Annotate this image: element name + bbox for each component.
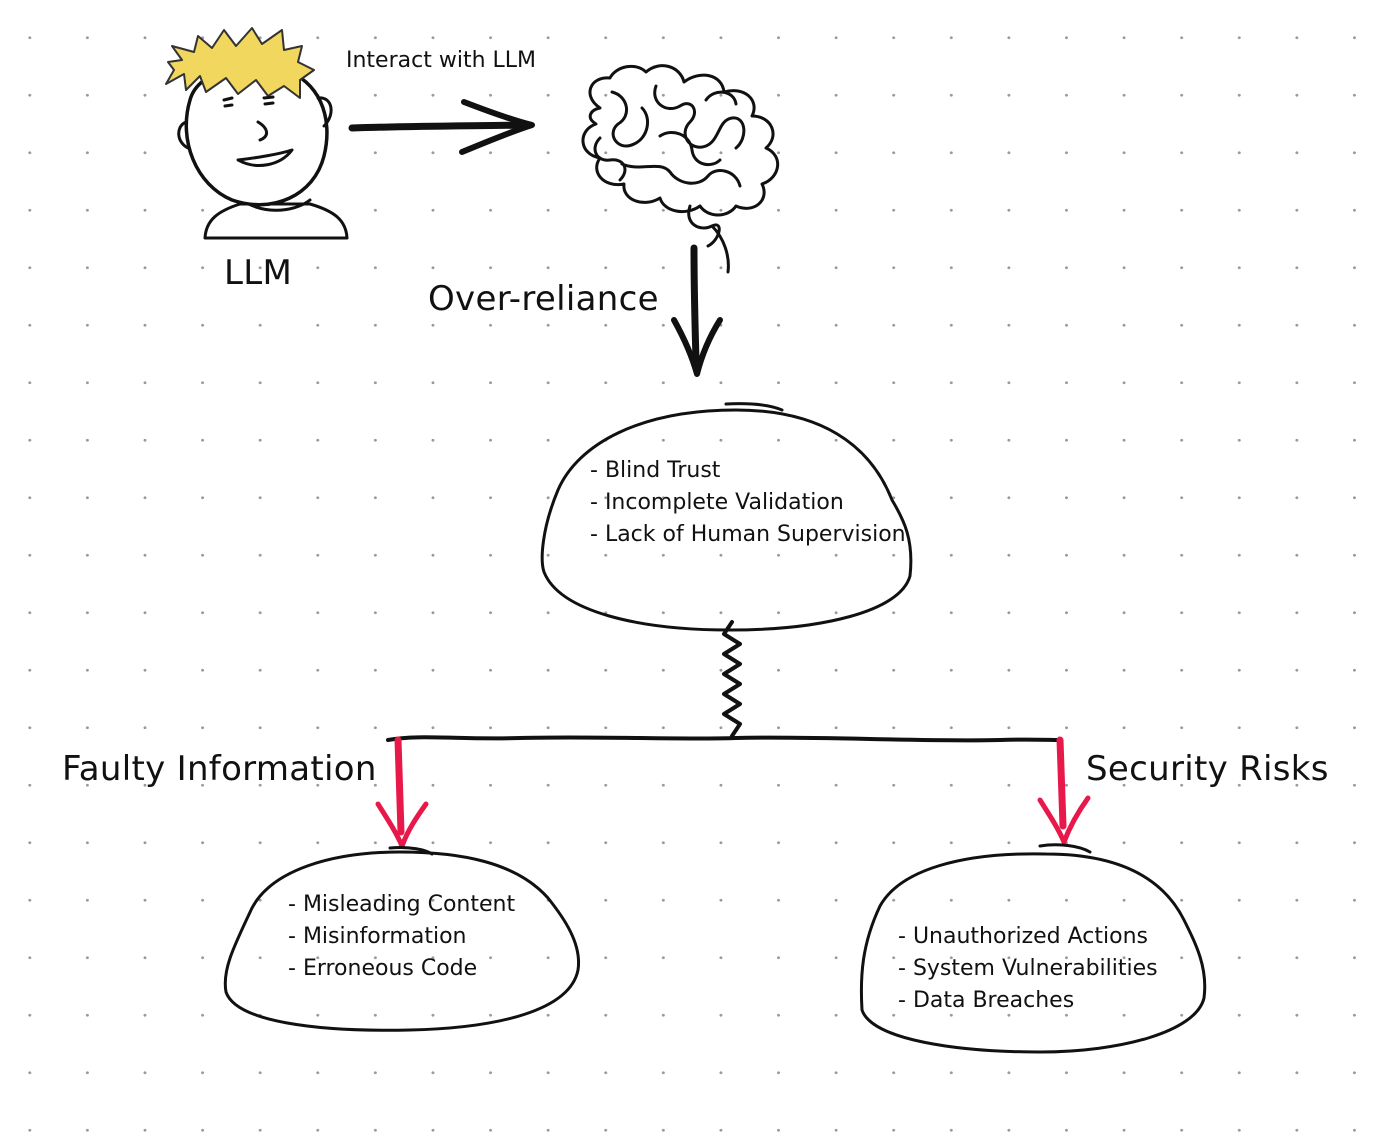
person-hair <box>165 27 315 99</box>
person-ear-right <box>316 96 333 128</box>
list-item: Incomplete Validation <box>590 487 906 519</box>
left-node-list: Misleading Content Misinformation Errone… <box>288 889 515 985</box>
over-reliance-label: Over-reliance <box>428 279 659 319</box>
brain-folds <box>593 84 746 188</box>
center-connector <box>722 620 742 738</box>
brain-stem <box>687 204 730 274</box>
list-item: System Vulnerabilities <box>898 953 1158 985</box>
list-item: Misleading Content <box>288 889 515 921</box>
left-node-shape <box>223 850 581 1032</box>
person-ear-left <box>177 120 190 150</box>
left-node-accent <box>388 846 434 856</box>
over-reliance-arrow <box>671 244 723 377</box>
list-item: Blind Trust <box>590 455 906 487</box>
person-eye-right <box>262 95 275 106</box>
person-shoulders <box>203 202 349 240</box>
center-node-accent <box>724 402 784 412</box>
center-node-list: Blind Trust Incomplete Validation Lack o… <box>590 455 906 551</box>
person-eye-left <box>222 96 234 108</box>
brain-outline <box>581 64 779 217</box>
list-item: Misinformation <box>288 921 515 953</box>
security-risks-label: Security Risks <box>1086 749 1329 789</box>
right-node-shape <box>859 852 1207 1054</box>
security-arrow <box>1037 736 1091 845</box>
right-node-list: Unauthorized Actions System Vulnerabilit… <box>898 921 1158 1017</box>
list-item: Unauthorized Actions <box>898 921 1158 953</box>
faulty-arrow <box>375 736 429 849</box>
person-nose <box>256 120 268 142</box>
list-item: Lack of Human Supervision <box>590 519 906 551</box>
interact-arrow <box>348 99 535 155</box>
faulty-information-label: Faulty Information <box>62 749 377 789</box>
list-item: Data Breaches <box>898 985 1158 1017</box>
person-caption: LLM <box>224 253 293 293</box>
list-item: Erroneous Code <box>288 953 515 985</box>
right-node-accent <box>1038 843 1092 854</box>
interact-label: Interact with LLM <box>346 48 536 73</box>
person-icon <box>165 27 349 240</box>
brain-icon <box>581 64 779 274</box>
branch-line <box>386 735 1060 743</box>
person-mouth <box>236 148 294 167</box>
